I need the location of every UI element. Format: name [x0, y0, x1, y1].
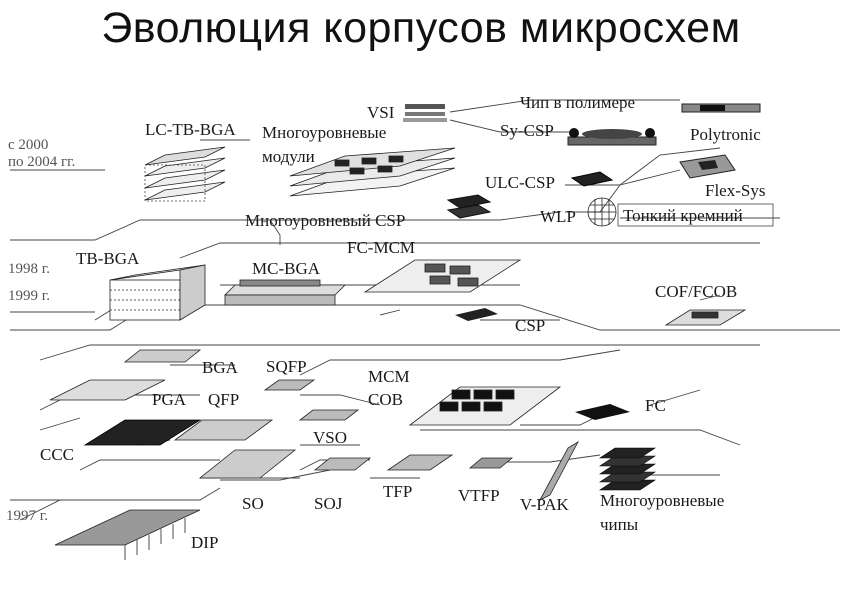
label-ccc: CCC — [40, 445, 74, 464]
era-label-2004: по 2004 гг. — [8, 154, 75, 170]
label-sy-csp: Sy-CSP — [500, 121, 554, 140]
sy-csp-package — [568, 128, 656, 145]
label-sqfp: SQFP — [266, 357, 307, 376]
label-vso: VSO — [313, 428, 347, 447]
v-pak-package — [540, 442, 578, 500]
label-chip-in-polymer: Чип в полимере — [520, 93, 635, 112]
multilevel-chips-stack — [600, 448, 655, 490]
vtfp-package — [470, 458, 512, 468]
fc-mcm-package — [365, 260, 520, 292]
label-wlp: WLP — [540, 207, 576, 226]
tb-bga-package — [110, 265, 205, 320]
mcm-board — [410, 387, 560, 425]
label-mc-bga: MC-BGA — [252, 259, 321, 278]
label-so: SO — [242, 494, 264, 513]
so-package — [200, 450, 295, 478]
label-multilevel-chips-line2: чипы — [600, 515, 639, 534]
sqfp-package — [265, 380, 314, 390]
label-cob: COB — [368, 390, 403, 409]
label-dip: DIP — [191, 533, 218, 552]
era-label-1997: 1997 г. — [6, 508, 48, 524]
label-csp: CSP — [515, 316, 545, 335]
ccc-package — [85, 420, 200, 445]
lc-tb-bga-package — [145, 147, 225, 201]
ulc-csp-package — [572, 172, 612, 186]
era-label-1999: 1999 г. — [8, 288, 50, 304]
fc-chip — [575, 404, 630, 420]
wlp-wafer — [588, 198, 616, 226]
vsi-package — [403, 104, 447, 122]
cof-fcob-package — [666, 310, 745, 325]
label-v-pak: V-PAK — [520, 495, 570, 514]
label-vtfp: VTFP — [458, 486, 500, 505]
tfp-package — [388, 455, 452, 470]
label-multilevel-chips-line1: Многоуровневые — [600, 491, 724, 510]
label-fc: FC — [645, 396, 666, 415]
label-bga: BGA — [202, 358, 239, 377]
polytronic-package — [680, 155, 735, 178]
label-mcm: MCM — [368, 367, 410, 386]
label-multilevel-modules-line2: модули — [262, 147, 315, 166]
era-label-2000: с 2000 — [8, 137, 48, 153]
era-label-1998: 1998 г. — [8, 261, 50, 277]
vso-package — [300, 410, 358, 420]
label-qfp: QFP — [208, 390, 239, 409]
pga-package — [50, 380, 165, 400]
csp-chip — [455, 308, 498, 321]
label-polytronic: Polytronic — [690, 125, 761, 144]
multilevel-csp-package — [448, 195, 490, 218]
label-cof-fcob: COF/FCOB — [655, 282, 737, 301]
label-pga: PGA — [152, 390, 187, 409]
label-multilevel-modules-line1: Многоуровневые — [262, 123, 386, 142]
label-fc-mcm: FC-MCM — [347, 238, 415, 257]
label-tfp: TFP — [383, 482, 412, 501]
bga-package — [125, 350, 200, 362]
label-flex-sys: Flex-Sys — [705, 181, 765, 200]
label-multilevel-csp: Многоуровневый CSP — [245, 211, 405, 230]
label-ulc-csp: ULC-CSP — [485, 173, 555, 192]
label-tb-bga: TB-BGA — [76, 249, 140, 268]
label-lc-tb-bga: LC-TB-BGA — [145, 120, 236, 139]
dip-package — [55, 510, 200, 560]
label-soj: SOJ — [314, 494, 343, 513]
mc-bga-package — [225, 280, 345, 305]
label-thin-silicon: Тонкий кремний — [623, 206, 743, 225]
chip-in-polymer-package — [682, 104, 760, 112]
label-vsi: VSI — [367, 103, 395, 122]
